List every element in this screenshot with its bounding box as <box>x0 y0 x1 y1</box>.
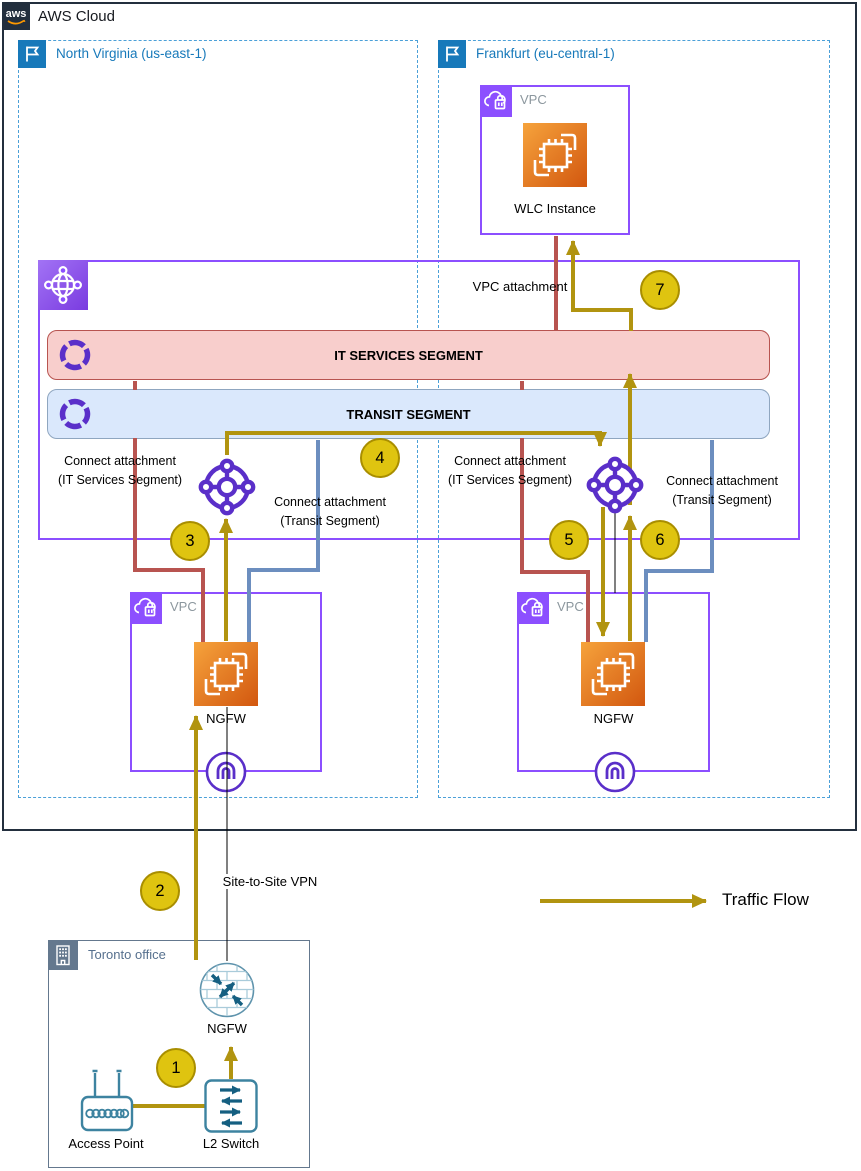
flow-marker-2: 2 <box>140 871 180 911</box>
region-label-north-virginia: North Virginia (us-east-1) <box>56 46 207 61</box>
connect-attachment-line2: (IT Services Segment) <box>447 473 573 487</box>
it-segment-title: IT SERVICES SEGMENT <box>334 348 483 363</box>
wlc-instance-label: WLC Instance <box>514 201 596 216</box>
connect-attachment-it-label-right: Connect attachment (IT Services Segment) <box>445 452 575 490</box>
ngfw-label: NGFW <box>206 711 246 726</box>
l2-switch-icon <box>204 1079 258 1133</box>
ec2-instance-icon <box>581 642 645 706</box>
connect-attachment-line2: (Transit Segment) <box>672 493 772 507</box>
vpc-attachment-label: VPC attachment <box>472 279 568 294</box>
ngfw-label: NGFW <box>207 1021 247 1036</box>
connect-attachment-line2: (IT Services Segment) <box>57 473 183 487</box>
toronto-office-label: Toronto office <box>88 947 166 962</box>
vpc-label: VPC <box>557 599 584 614</box>
vpc-cloud-lock-icon <box>517 592 549 624</box>
flow-marker-1: 1 <box>156 1048 196 1088</box>
transit-gateway-icon <box>38 260 88 310</box>
corporate-building-icon <box>48 940 78 970</box>
transit-segment-band: TRANSIT SEGMENT <box>47 389 770 439</box>
vpc-cloud-lock-icon <box>130 592 162 624</box>
vpn-gateway-icon <box>594 751 636 793</box>
access-point-icon <box>80 1069 134 1132</box>
flow-marker-6: 6 <box>640 520 680 560</box>
l2-switch-label: L2 Switch <box>202 1136 260 1151</box>
it-services-segment-band: IT SERVICES SEGMENT <box>47 330 770 380</box>
vpc-label: VPC <box>520 92 547 107</box>
region-label-frankfurt: Frankfurt (eu-central-1) <box>476 46 615 61</box>
region-flag-icon <box>18 40 46 68</box>
ngfw-label: NGFW <box>593 711 634 726</box>
connect-attachment-line1: Connect attachment <box>64 454 176 468</box>
vpc-label: VPC <box>170 599 197 614</box>
vpn-gateway-icon <box>205 751 247 793</box>
vpc-cloud-lock-icon <box>480 85 512 117</box>
aws-logo: aws <box>2 2 30 30</box>
segment-ring-icon <box>59 339 91 371</box>
flow-marker-4: 4 <box>360 438 400 478</box>
traffic-flow-legend-label: Traffic Flow <box>722 890 809 909</box>
firewall-icon <box>199 962 255 1018</box>
connect-attachment-transit-label-right: Connect attachment (Transit Segment) <box>657 472 787 510</box>
connect-attachment-line1: Connect attachment <box>274 495 386 509</box>
region-flag-icon <box>438 40 466 68</box>
connect-attachment-it-label-left: Connect attachment (IT Services Segment) <box>55 452 185 490</box>
connect-attachment-line2: (Transit Segment) <box>280 514 380 528</box>
ec2-instance-icon <box>523 123 587 187</box>
site-to-site-vpn-label: Site-to-Site VPN <box>212 874 328 889</box>
tgw-attachment-icon <box>198 458 256 516</box>
flow-marker-5: 5 <box>549 520 589 560</box>
connect-attachment-transit-label-left: Connect attachment (Transit Segment) <box>265 493 395 531</box>
aws-cloud-group <box>2 2 857 831</box>
ec2-instance-icon <box>194 642 258 706</box>
access-point-label: Access Point <box>68 1136 144 1151</box>
segment-ring-icon <box>59 398 91 430</box>
tgw-attachment-icon <box>586 456 644 514</box>
transit-gateway-box <box>38 260 800 540</box>
connect-attachment-line1: Connect attachment <box>666 474 778 488</box>
transit-segment-title: TRANSIT SEGMENT <box>346 407 471 422</box>
flow-marker-3: 3 <box>170 521 210 561</box>
svg-text:aws: aws <box>6 8 27 20</box>
aws-cloud-title: AWS Cloud <box>38 8 115 25</box>
connect-attachment-line1: Connect attachment <box>454 454 566 468</box>
flow-marker-7: 7 <box>640 270 680 310</box>
